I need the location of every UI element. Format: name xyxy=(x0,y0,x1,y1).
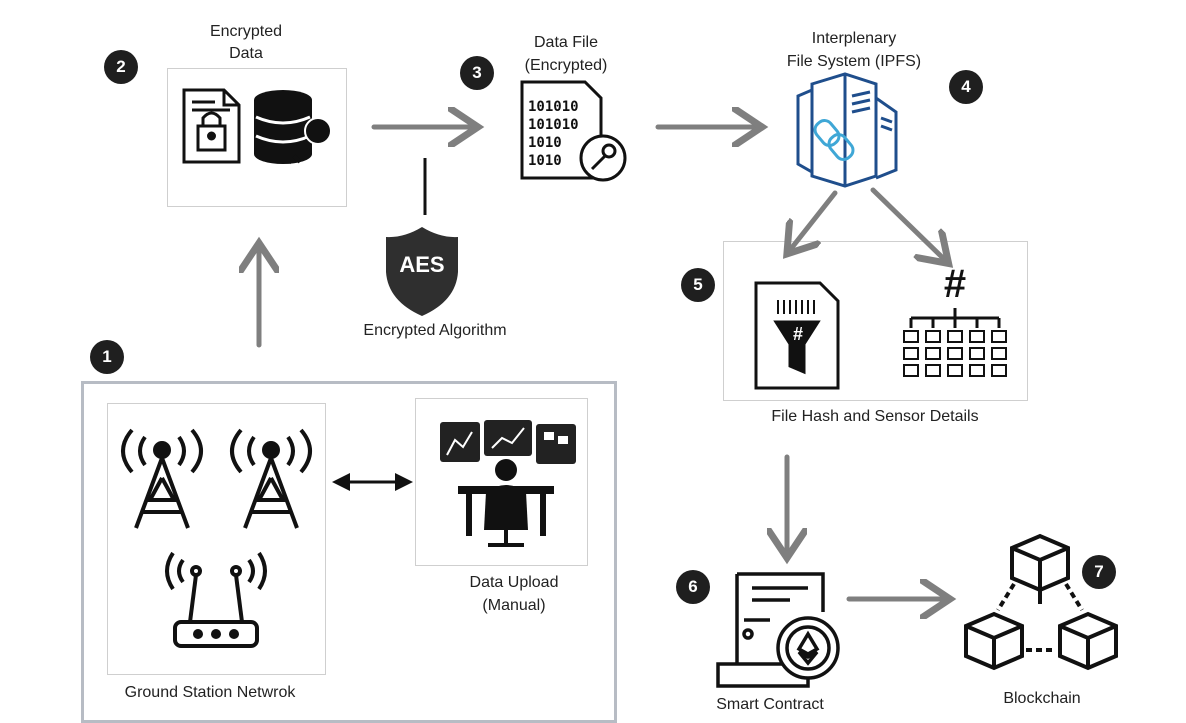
binary-row: 1010 xyxy=(528,135,562,151)
binary-row: 101010 xyxy=(528,99,579,115)
encrypted-data-title-line1: Encrypted xyxy=(209,23,283,40)
data-file-title-line2: (Encrypted) xyxy=(524,57,608,74)
hash-tree-sensor-icon xyxy=(909,308,1001,328)
wifi-router-icon xyxy=(165,551,267,648)
file-hash-filter-icon xyxy=(754,281,840,390)
operator-workstation-icon xyxy=(440,420,576,547)
hash-symbol-filter: # xyxy=(792,324,803,344)
encrypted-data-file-icon xyxy=(520,80,627,182)
ipfs-title-line1: Interplenary xyxy=(811,30,897,47)
encrypted-data-title-line2: Data xyxy=(229,45,263,62)
hash-symbol-sensor: # xyxy=(943,262,967,306)
data-upload-label-line1: Data Upload xyxy=(469,574,559,591)
step-badge-4: 4 xyxy=(949,70,983,104)
binary-row: 1010 xyxy=(528,153,562,169)
radio-tower-icon-left xyxy=(121,428,203,529)
aes-shield-icon xyxy=(386,227,458,316)
step-badge-1: 1 xyxy=(90,340,124,374)
binary-digits: 101010 101010 1010 1010 xyxy=(528,98,579,170)
arrow-ipfs-to-filehash xyxy=(790,190,838,250)
step-badge-6: 6 xyxy=(676,570,710,604)
locked-document-icon xyxy=(182,88,241,164)
sensor-grid xyxy=(903,330,1013,377)
blockchain-icon xyxy=(964,533,1118,671)
data-file-title-line1: Data File xyxy=(533,34,599,51)
database-key-icon xyxy=(254,90,332,165)
binary-row: 101010 xyxy=(528,117,579,133)
step-badge-5: 5 xyxy=(681,268,715,302)
encrypted-algorithm-label: Encrypted Algorithm xyxy=(363,322,507,339)
radio-tower-icon-right xyxy=(230,428,312,529)
ipfs-server-link-icon xyxy=(796,72,898,188)
data-upload-label-line2: (Manual) xyxy=(482,597,546,614)
arrow-ipfs-to-sensor xyxy=(870,187,945,260)
ipfs-title-line2: File System (IPFS) xyxy=(786,53,922,70)
smart-contract-icon xyxy=(716,572,840,688)
ground-station-label: Ground Station Netwrok xyxy=(124,684,296,701)
smart-contract-label: Smart Contract xyxy=(716,696,824,713)
step-badge-3: 3 xyxy=(460,56,494,90)
blockchain-label: Blockchain xyxy=(1003,690,1081,707)
step-badge-2: 2 xyxy=(104,50,138,84)
aes-badge-text: AES xyxy=(399,252,445,277)
file-hash-label: File Hash and Sensor Details xyxy=(771,408,979,425)
step-badge-7: 7 xyxy=(1082,555,1116,589)
